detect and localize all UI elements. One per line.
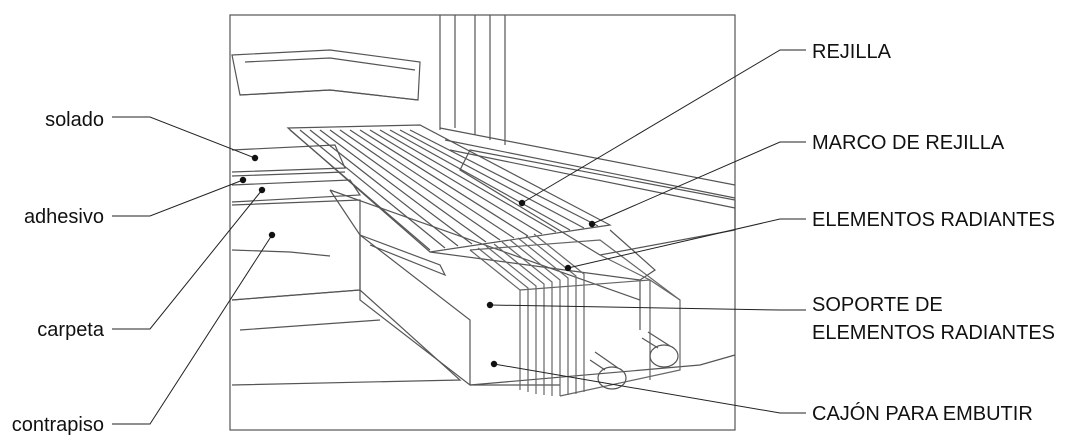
label-soporte-elementos: SOPORTE DE ELEMENTOS RADIANTES xyxy=(812,291,1055,347)
leader-elementos xyxy=(567,218,806,269)
floor-adhesivo xyxy=(231,171,346,177)
pipe-1-body xyxy=(589,351,619,371)
radiator-fins xyxy=(469,233,681,397)
dot-soporte xyxy=(486,301,494,309)
window-sill xyxy=(231,49,421,101)
window-sill-edge xyxy=(239,89,419,101)
leader-carpeta xyxy=(112,189,263,330)
label-marco-de-rejilla: MARCO DE REJILLA xyxy=(812,132,1005,154)
leader-lines xyxy=(112,49,806,425)
dot-rejilla xyxy=(518,199,526,207)
leader-dots xyxy=(239,154,596,368)
illustration xyxy=(229,14,736,431)
label-soporte-line1: SOPORTE DE xyxy=(812,294,943,316)
label-contrapiso: contrapiso xyxy=(11,414,104,436)
cajon-flange xyxy=(359,234,447,277)
illustration-frame xyxy=(229,14,736,431)
floor-base xyxy=(231,289,462,386)
dot-adhesivo xyxy=(239,176,247,184)
window-ledge xyxy=(459,149,736,256)
pipe-2-body xyxy=(641,331,671,349)
window-sill-top xyxy=(244,57,416,71)
leader-contrapiso xyxy=(112,234,273,425)
label-elementos-radiantes: ELEMENTOS RADIANTES xyxy=(812,209,1056,231)
dot-carpeta xyxy=(258,186,266,194)
window-frame xyxy=(439,15,506,145)
label-solado: solado xyxy=(45,109,104,131)
leader-adhesivo xyxy=(112,179,244,217)
leader-cajon xyxy=(493,363,806,414)
label-adhesivo: adhesivo xyxy=(23,206,104,228)
label-rejilla: REJILLA xyxy=(812,41,891,63)
leader-rejilla xyxy=(521,49,806,204)
leader-soporte xyxy=(489,304,806,311)
dot-elementos xyxy=(564,264,572,272)
pipe-2 xyxy=(649,344,679,368)
rejilla-bars xyxy=(286,124,612,253)
cajon-inner xyxy=(359,234,471,385)
cajon-bottom xyxy=(469,354,736,386)
leader-marco xyxy=(591,141,806,225)
label-carpeta: carpeta xyxy=(37,319,104,341)
label-cajon-para-embutir: CAJÓN PARA EMBUTIR xyxy=(812,403,1033,425)
dot-cajon xyxy=(490,360,498,368)
label-soporte-line2: ELEMENTOS RADIANTES xyxy=(812,322,1056,344)
pipe-1 xyxy=(597,366,627,390)
leader-solado xyxy=(112,116,256,159)
floor-carpeta xyxy=(231,179,362,203)
dot-contrapiso xyxy=(268,231,276,239)
floor-lines xyxy=(231,249,381,331)
floor-solado xyxy=(231,144,346,173)
dot-marco xyxy=(588,220,596,228)
window-bottom xyxy=(439,127,736,209)
floor-contrapiso xyxy=(231,199,361,301)
dot-solado xyxy=(251,154,259,162)
